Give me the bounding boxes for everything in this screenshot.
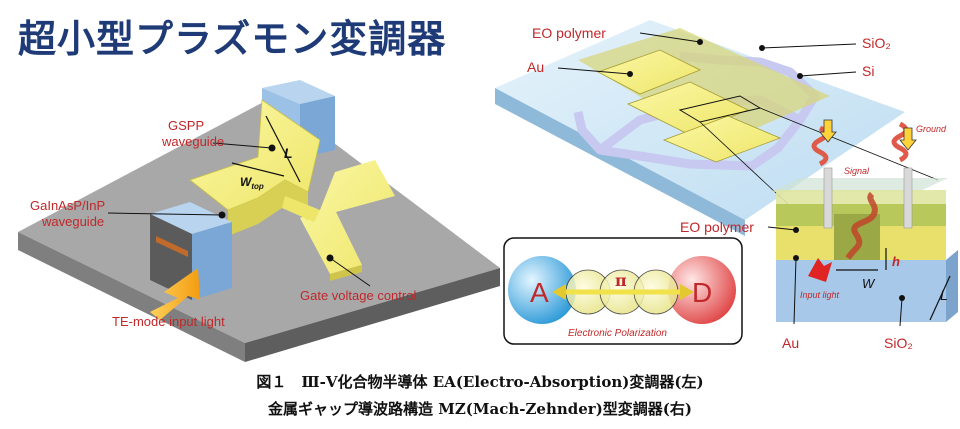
page-title: 超小型プラズモン変調器 bbox=[18, 17, 447, 61]
cross-sio2-side bbox=[946, 250, 958, 322]
substrate-right bbox=[245, 268, 500, 362]
wtop-label: Wtop bbox=[240, 175, 264, 191]
gate-connector bbox=[282, 196, 320, 222]
input-light-label: TE-mode input light bbox=[112, 314, 225, 329]
au-top-leader bbox=[557, 67, 631, 75]
sio2-bottom-dot bbox=[899, 295, 905, 301]
sio2-top-dot bbox=[759, 45, 765, 51]
ground-probe bbox=[903, 167, 913, 229]
wtop-label-main: W bbox=[240, 175, 253, 189]
substrate-front bbox=[18, 232, 245, 362]
signal-arrow bbox=[819, 119, 837, 143]
front-block-core bbox=[156, 236, 188, 257]
eo-side-leader bbox=[767, 226, 797, 231]
eo-polymer-top-label: EO polymer bbox=[532, 25, 606, 41]
caption-line-1: 図１ Ⅲ-Ⅴ化合物半導体 EA(Electro-Absorption)変調器(左… bbox=[256, 373, 704, 391]
eo-top-dot bbox=[697, 39, 703, 45]
length-label: L bbox=[284, 145, 293, 161]
front-block-right bbox=[192, 222, 232, 300]
cross-au-left bbox=[776, 226, 834, 260]
si-dot bbox=[797, 73, 803, 79]
polarization-inset: A π D Electronic Polarization bbox=[503, 237, 743, 345]
eo-polymer-side-label: EO polymer bbox=[680, 219, 754, 235]
h-label: h bbox=[892, 254, 900, 269]
wtop-label-sub: top bbox=[251, 182, 264, 191]
gainasp-label-line1: GaInAsP/InP bbox=[30, 198, 105, 213]
ground-arrow bbox=[899, 127, 917, 151]
donor-sphere bbox=[668, 256, 736, 324]
donor-label: D bbox=[692, 277, 712, 308]
front-block-front bbox=[150, 214, 192, 300]
sio2-top-label: SiO₂ bbox=[862, 35, 891, 51]
au-bottom-label: Au bbox=[782, 335, 799, 351]
input-light-label-right: Input light bbox=[800, 290, 840, 300]
polarization-arrow-head-left bbox=[552, 284, 566, 300]
cross-mode-wave bbox=[845, 191, 878, 260]
gspp-waveguide-side bbox=[228, 180, 308, 236]
sio2-slab-front bbox=[495, 88, 745, 236]
cross-top bbox=[770, 178, 948, 192]
sio2-bottom-leader bbox=[899, 297, 903, 327]
gate-leader-line bbox=[329, 257, 371, 287]
left-device: GSPP waveguide L Wtop GaInAsP/InP wavegu… bbox=[18, 80, 500, 362]
gate-pad-top bbox=[300, 160, 395, 274]
gate-label: Gate voltage control bbox=[300, 288, 416, 303]
si-leader bbox=[799, 71, 857, 77]
sio2-bottom-label: SiO₂ bbox=[884, 335, 913, 351]
front-block-top bbox=[150, 202, 232, 234]
inp-block-back-top bbox=[262, 80, 335, 104]
gainasp-leader-line bbox=[107, 212, 223, 216]
input-light-red-arrow bbox=[808, 258, 832, 282]
l-dim-right bbox=[929, 275, 951, 321]
l-label-right: L bbox=[940, 287, 948, 303]
input-light-arrow bbox=[150, 268, 200, 320]
gspp-label-line2: waveguide bbox=[161, 134, 224, 149]
au-bottom-leader bbox=[793, 257, 797, 325]
eo-top-leader bbox=[639, 32, 701, 43]
au-top-dot bbox=[627, 71, 633, 77]
signal-label: Signal bbox=[844, 166, 870, 176]
gspp-leader-line bbox=[212, 142, 273, 149]
w-label: W bbox=[862, 276, 876, 291]
signal-probe bbox=[823, 167, 833, 229]
sio2-top-leader bbox=[761, 43, 857, 49]
au-bottom-dot bbox=[793, 255, 799, 261]
wtop-dimension-arrow bbox=[231, 162, 285, 177]
acceptor-label: A bbox=[530, 277, 549, 308]
l-dimension-arrow bbox=[265, 115, 301, 183]
polarization-arrow-head-right bbox=[680, 284, 694, 300]
ground-label: Ground bbox=[916, 124, 947, 134]
gainasp-label-line2: waveguide bbox=[41, 214, 104, 229]
cross-au-right bbox=[880, 226, 946, 260]
au-electrode-3 bbox=[662, 115, 782, 163]
au-top-label: Au bbox=[527, 59, 544, 75]
eo-side-dot bbox=[793, 227, 799, 233]
cross-eo-upper bbox=[776, 190, 946, 204]
gspp-label-line1: GSPP bbox=[168, 118, 204, 133]
gate-pad-side bbox=[330, 265, 362, 281]
si-label: Si bbox=[862, 63, 874, 79]
right-device: EO polymer SiO₂ Au Si Ground Signal Inpu… bbox=[495, 20, 958, 351]
au-electrode-1 bbox=[597, 49, 701, 95]
acceptor-sphere bbox=[508, 256, 576, 324]
caption-line-2: 金属ギャップ導波路構造 MZ(Mach-Zehnder)型変調器(右) bbox=[268, 400, 692, 418]
pi-label: π bbox=[615, 271, 627, 290]
inset-caption: Electronic Polarization bbox=[568, 328, 667, 339]
